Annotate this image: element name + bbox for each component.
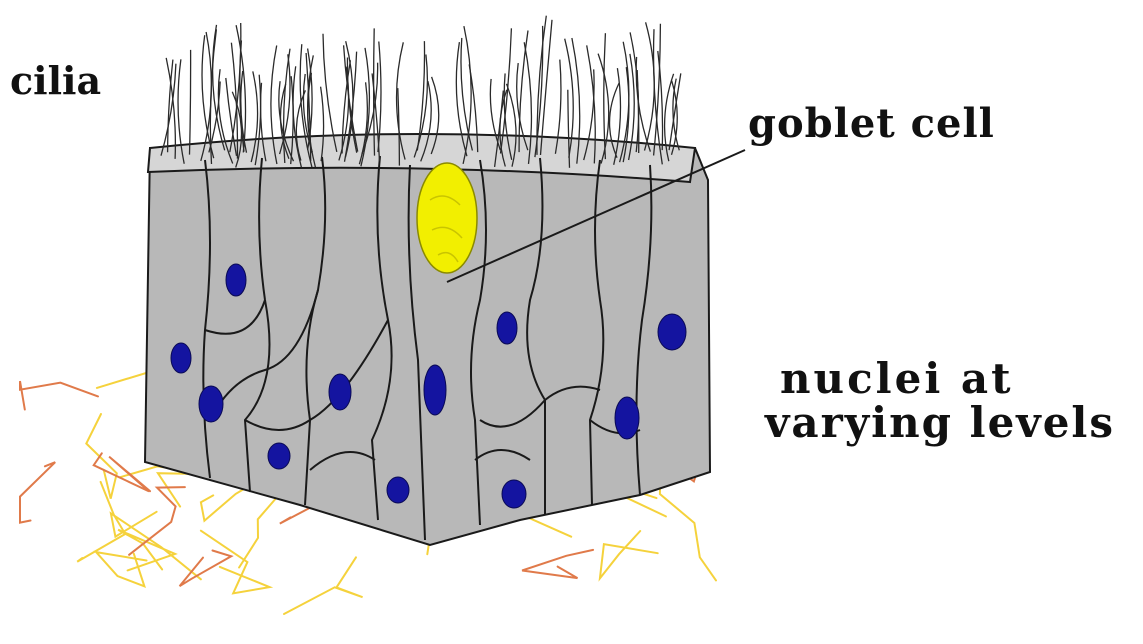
nucleus	[502, 480, 526, 508]
nucleus	[424, 365, 446, 415]
fiber	[118, 530, 175, 571]
cilium	[604, 33, 606, 159]
goblet-cell	[417, 163, 477, 273]
nucleus	[387, 477, 409, 503]
cilium	[519, 31, 528, 153]
fiber	[239, 495, 286, 568]
fiber	[77, 482, 125, 562]
fiber	[20, 381, 98, 409]
nucleus	[199, 386, 223, 422]
nuclei-label-line1: nuclei at	[780, 358, 1014, 400]
fiber	[20, 462, 55, 522]
goblet-cell-body	[417, 163, 477, 273]
goblet-cell-label: goblet cell	[748, 104, 995, 144]
cilia-label: cilia	[10, 62, 101, 100]
nucleus	[329, 374, 351, 410]
cilium	[190, 50, 191, 155]
nucleus	[497, 312, 517, 344]
fiber	[600, 531, 658, 578]
cilium	[323, 34, 337, 152]
cilium	[645, 22, 655, 150]
nucleus	[171, 343, 191, 373]
nucleus	[615, 397, 639, 439]
fiber	[522, 550, 593, 578]
nucleus	[658, 314, 686, 350]
nucleus	[268, 443, 290, 469]
fiber	[201, 531, 270, 594]
fiber	[660, 480, 716, 581]
nuclei-label-line2: varying levels	[765, 402, 1115, 444]
fiber	[284, 557, 363, 614]
fiber	[96, 552, 146, 586]
nucleus	[226, 264, 246, 296]
